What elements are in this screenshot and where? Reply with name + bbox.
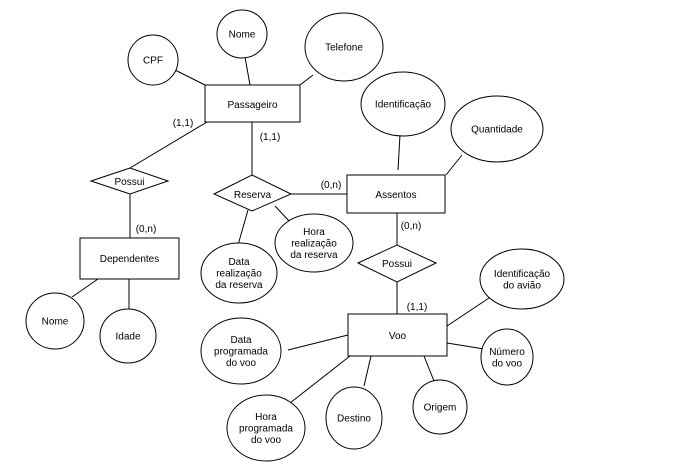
cardinality-assentos-possui: (0,n) xyxy=(401,221,422,232)
relationship-possui-voo: Possui xyxy=(356,244,438,283)
attribute-hora-programada-label: do voo xyxy=(251,435,281,446)
attribute-origem-label: Origem xyxy=(424,403,457,414)
attribute-data-realizacao-label: realização xyxy=(216,269,262,280)
attribute-nome-dependente-label: Nome xyxy=(42,317,69,328)
cardinality-passageiro-reserva: (1,1) xyxy=(260,132,281,143)
attribute-quantidade: Quantidade xyxy=(450,95,544,163)
attribute-numero-voo-label: Número xyxy=(489,347,525,358)
line-quantidade-assentos xyxy=(445,154,463,176)
line-reserva-data xyxy=(237,209,249,246)
attribute-idade-label: Idade xyxy=(115,332,140,343)
line-dependentes-nome xyxy=(71,278,99,298)
relationship-possui-voo-label: Possui xyxy=(382,259,412,270)
attribute-destino: Destino xyxy=(325,386,383,450)
entity-voo-label: Voo xyxy=(389,331,407,342)
relationship-reserva: Reserva xyxy=(212,174,293,212)
attribute-idade: Idade xyxy=(99,308,157,364)
attribute-destino-label: Destino xyxy=(337,414,371,425)
attribute-identificacao-aviao-label: Identificação xyxy=(494,269,551,280)
attribute-data-programada-label: programada xyxy=(214,347,268,358)
attribute-identificacao-aviao-label: do avião xyxy=(503,280,541,291)
line-idaviao-voo xyxy=(446,295,493,327)
attribute-numero-voo-label: do voo xyxy=(492,358,522,369)
entity-assentos: Assentos xyxy=(346,174,446,214)
attribute-quantidade-label: Quantidade xyxy=(471,125,523,136)
entity-assentos-label: Assentos xyxy=(375,190,416,201)
entity-dependentes: Dependentes xyxy=(79,237,180,280)
entity-passageiro-label: Passageiro xyxy=(227,100,277,111)
attribute-telefone: Telefone xyxy=(304,12,384,82)
line-cpf-passageiro xyxy=(174,69,206,86)
cardinality-passageiro-possui: (1,1) xyxy=(173,118,194,129)
attribute-identificacao: Identificação xyxy=(360,71,446,137)
attribute-data-programada-label: Data xyxy=(230,335,252,346)
connection-lines xyxy=(71,56,493,404)
relationship-possui-dependentes-label: Possui xyxy=(114,177,144,188)
line-identificacao-assentos xyxy=(397,134,401,171)
line-reserva-hora xyxy=(274,205,291,223)
cardinality-dependentes-possui: (0,n) xyxy=(136,224,157,235)
attribute-data-realizacao-label: Data xyxy=(228,257,250,268)
line-destino-voo xyxy=(363,355,372,387)
line-passageiro-possui xyxy=(129,121,208,169)
relationship-possui-dependentes: Possui xyxy=(89,167,170,195)
line-telefone-passageiro xyxy=(299,74,314,86)
entity-voo: Voo xyxy=(347,313,448,357)
attribute-cpf: CPF xyxy=(127,34,179,86)
attribute-nome-dependente: Nome xyxy=(25,292,85,350)
relationship-reserva-label: Reserva xyxy=(234,190,272,201)
line-origem-voo xyxy=(423,355,435,382)
attribute-identificacao-label: Identificação xyxy=(375,100,432,111)
attribute-origem: Origem xyxy=(412,379,468,435)
line-nome-passageiro xyxy=(244,56,251,86)
attribute-hora-programada-label: programada xyxy=(239,424,293,435)
attribute-data-realizacao-label: da reserva xyxy=(215,280,263,291)
entity-dependentes-label: Dependentes xyxy=(100,254,160,265)
attribute-hora-programada-label: Hora xyxy=(255,412,277,423)
attribute-data-programada-label: do voo xyxy=(226,358,256,369)
cardinality-assentos-reserva: (0,n) xyxy=(321,180,342,191)
attribute-telefone-label: Telefone xyxy=(325,43,363,54)
line-dataprog-voo xyxy=(287,334,349,351)
line-numero-voo xyxy=(446,342,485,350)
attribute-cpf-label: CPF xyxy=(143,56,163,67)
entity-passageiro: Passageiro xyxy=(204,84,301,123)
line-horaprog-voo xyxy=(289,355,351,404)
attribute-hora-realizacao-label: Hora xyxy=(303,227,325,238)
attribute-hora-realizacao-label: realização xyxy=(291,239,337,250)
attributes: CPF Nome Telefone Identificação Quantida… xyxy=(25,9,565,462)
attribute-nome-passageiro: Nome xyxy=(216,9,268,59)
cardinality-voo-possui: (1,1) xyxy=(407,302,428,313)
attribute-hora-realizacao-label: da reserva xyxy=(290,250,338,261)
attribute-nome-passageiro-label: Nome xyxy=(229,30,256,41)
